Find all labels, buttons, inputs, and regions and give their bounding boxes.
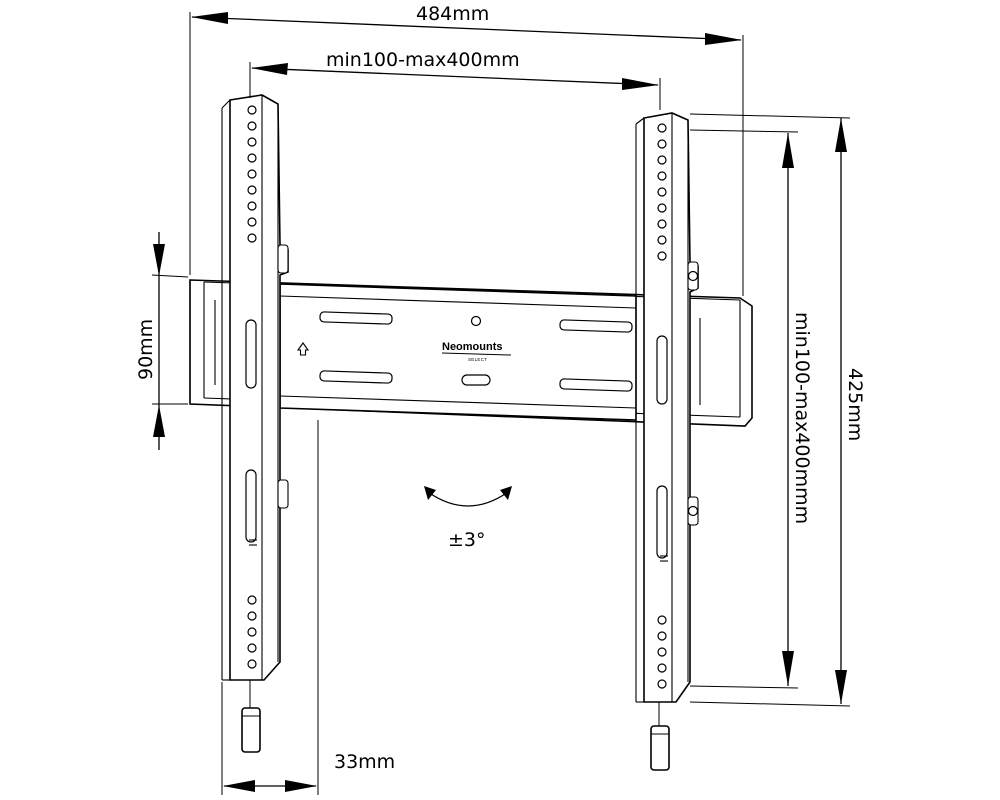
mounting-hole: [657, 679, 667, 689]
right-arm-hole-pattern: [657, 123, 667, 689]
left-arm-hole-pattern: [247, 105, 257, 669]
mounting-hole: [657, 219, 667, 229]
mounting-hole: [247, 217, 257, 227]
mounting-hole: [657, 631, 667, 641]
mounting-hole: [247, 121, 257, 131]
mounting-hole: [247, 611, 257, 621]
tilt-indicator: ±3°: [424, 486, 512, 551]
mounting-hole: [247, 153, 257, 163]
mounting-hole: [657, 251, 667, 261]
right-mounting-arm: [635, 112, 699, 703]
mounting-hole: [247, 595, 257, 605]
hole-spacing-vertical-label: min100-max400mmm: [791, 312, 813, 524]
mounting-hole: [657, 235, 667, 245]
mounting-rail: Neomounts SELECT: [189, 279, 753, 427]
rail-height-label: 90mm: [135, 319, 157, 380]
mounting-hole: [247, 659, 257, 669]
left-mounting-arm: [221, 94, 289, 681]
brand-logo: Neomounts: [442, 341, 503, 353]
dimension-rail-height: 90mm: [135, 232, 189, 450]
mounting-hole: [247, 137, 257, 147]
mounting-hole: [657, 203, 667, 213]
hole-spacing-horizontal-label: min100-max400mm: [326, 49, 520, 71]
mounting-hole: [657, 647, 667, 657]
mounting-hole: [657, 139, 667, 149]
total-height-label: 425mm: [844, 368, 866, 441]
mounting-hole: [247, 201, 257, 211]
dimension-wall-distance: 33mm: [221, 420, 395, 795]
mounting-hole: [247, 643, 257, 653]
dimension-hole-spacing-horizontal: min100-max400mm: [249, 49, 661, 110]
mounting-hole: [657, 123, 667, 133]
mounting-hole: [657, 663, 667, 673]
mounting-hole: [247, 233, 257, 243]
dimension-total-height: 425mm: [689, 113, 866, 707]
mounting-hole: [247, 105, 257, 115]
mounting-hole: [247, 185, 257, 195]
left-safety-handle: [241, 680, 261, 753]
dimension-total-width: 484mm: [189, 3, 744, 296]
tilt-label: ±3°: [448, 529, 486, 551]
total-width-label: 484mm: [416, 3, 489, 25]
mounting-hole: [657, 615, 667, 625]
right-safety-handle: [650, 702, 670, 771]
mounting-hole: [657, 171, 667, 181]
mounting-hole: [657, 187, 667, 197]
mounting-hole: [657, 155, 667, 165]
wall-distance-label: 33mm: [334, 751, 395, 773]
brand-logo-subline: SELECT: [468, 357, 487, 362]
dimension-hole-spacing-vertical: min100-max400mmm: [689, 129, 813, 689]
mounting-hole: [247, 169, 257, 179]
mounting-hole: [247, 627, 257, 637]
